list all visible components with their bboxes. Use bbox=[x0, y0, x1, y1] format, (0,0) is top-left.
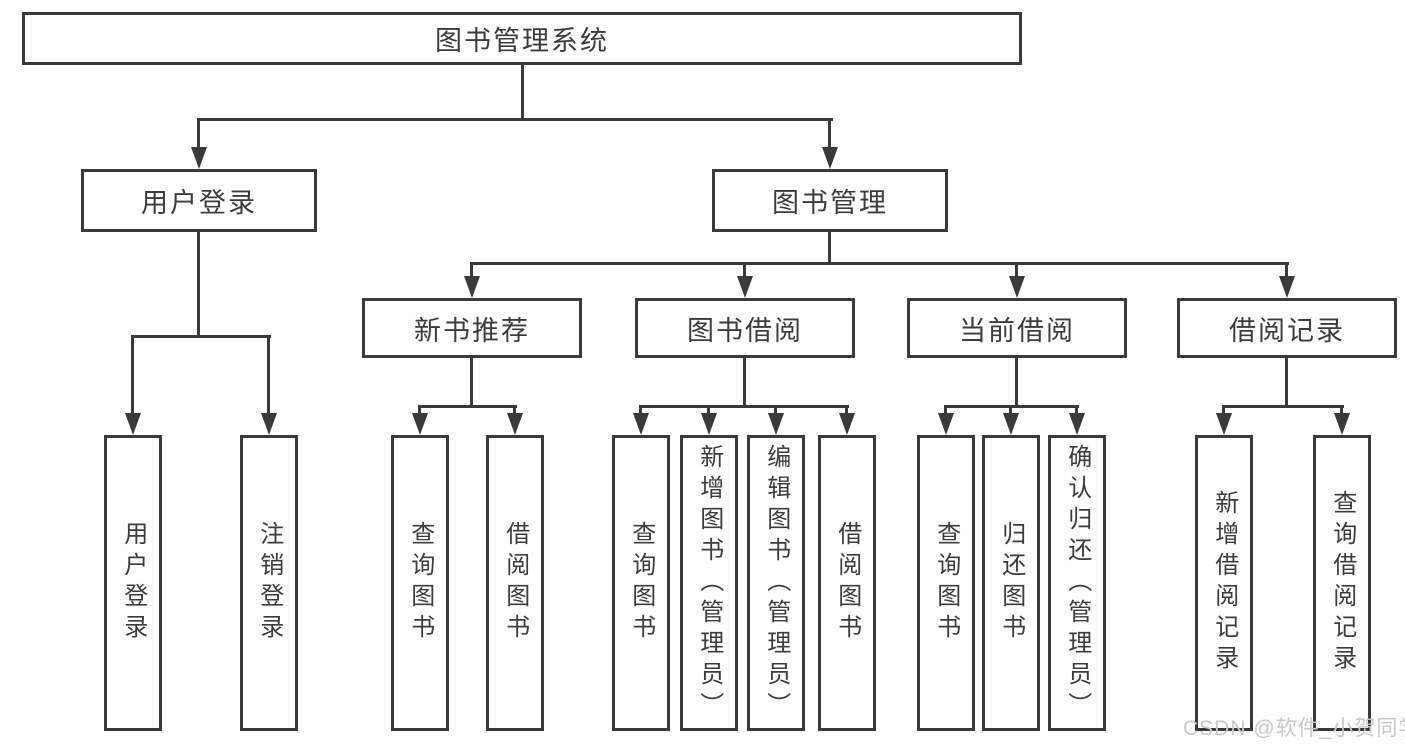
node-book-management: 图书管理 bbox=[712, 169, 948, 232]
node-borrowing-records: 借阅记录 bbox=[1177, 298, 1397, 358]
arrowhead-cb-query-books bbox=[938, 413, 954, 435]
arrowhead-br-query-record bbox=[1334, 413, 1350, 435]
edge-to-leaf-user-login bbox=[131, 335, 134, 416]
node-user-login: 用户登录 bbox=[81, 169, 317, 232]
leaf-nb-query-books: 查询图书 bbox=[391, 435, 449, 731]
edge-user-login-branch bbox=[131, 335, 271, 338]
edge-book-borrowing-branch bbox=[639, 405, 849, 408]
node-current-borrowing: 当前借阅 bbox=[907, 298, 1127, 358]
edge-root-branch bbox=[197, 118, 833, 121]
leaf-nb-query-books-label: 查询图书 bbox=[406, 521, 434, 645]
leaf-cb-query-books-label: 查询图书 bbox=[932, 521, 960, 645]
edge-bb-child2 bbox=[707, 405, 710, 416]
edge-borrowing-records-branch bbox=[1222, 405, 1344, 408]
arrowhead-borrowing-records bbox=[1279, 276, 1295, 298]
leaf-logout-label: 注销登录 bbox=[255, 521, 283, 645]
edge-book-management-stem bbox=[828, 232, 831, 265]
arrowhead-current-borrowing bbox=[1009, 276, 1025, 298]
arrowhead-bb-borrow-books bbox=[839, 413, 855, 435]
arrowhead-nb-query-books bbox=[412, 413, 428, 435]
leaf-nb-borrow-books: 借阅图书 bbox=[486, 435, 544, 731]
arrowhead-book-borrowing bbox=[737, 276, 753, 298]
edge-nb-child2 bbox=[513, 405, 516, 416]
edge-root-stem bbox=[521, 65, 524, 121]
leaf-br-add-borrow-record-label: 新增借阅记录 bbox=[1210, 490, 1238, 676]
leaf-bb-edit-books-admin: 编辑图书（管理员） bbox=[747, 435, 805, 731]
leaf-cb-return-books: 归还图书 bbox=[982, 435, 1040, 731]
node-new-book-recommendation: 新书推荐 bbox=[362, 298, 582, 358]
edge-bb-child1 bbox=[639, 405, 642, 416]
arrowhead-cb-return-books bbox=[1003, 413, 1019, 435]
leaf-br-add-borrow-record: 新增借阅记录 bbox=[1195, 435, 1253, 731]
arrowhead-bb-query-books bbox=[633, 413, 649, 435]
node-book-borrowing: 图书借阅 bbox=[635, 298, 855, 358]
edge-borrowing-records-stem bbox=[1285, 358, 1288, 408]
edge-to-leaf-logout bbox=[267, 335, 270, 416]
leaf-bb-borrow-books: 借阅图书 bbox=[818, 435, 876, 731]
edge-root-to-user-login bbox=[197, 118, 200, 150]
arrowhead-cb-confirm-return bbox=[1069, 413, 1085, 435]
leaf-bb-query-books-label: 查询图书 bbox=[627, 521, 655, 645]
edge-bb-child4 bbox=[845, 405, 848, 416]
edge-root-to-book-management bbox=[828, 118, 831, 150]
edge-cb-child3 bbox=[1075, 405, 1078, 416]
edge-to-new-book bbox=[470, 262, 473, 279]
edge-cb-child2 bbox=[1009, 405, 1012, 416]
edge-cb-child1 bbox=[944, 405, 947, 416]
arrowhead-bb-add-books bbox=[701, 413, 717, 435]
node-root: 图书管理系统 bbox=[22, 12, 1022, 65]
leaf-nb-borrow-books-label: 借阅图书 bbox=[501, 521, 529, 645]
leaf-user-login-label: 用户登录 bbox=[119, 521, 147, 645]
edge-to-current-borrowing bbox=[1015, 262, 1018, 279]
edge-to-book-borrowing bbox=[743, 262, 746, 279]
edge-current-borrowing-stem bbox=[1015, 358, 1018, 408]
leaf-bb-borrow-books-label: 借阅图书 bbox=[833, 521, 861, 645]
leaf-bb-query-books: 查询图书 bbox=[612, 435, 670, 731]
leaf-bb-add-books-admin-label: 新增图书（管理员） bbox=[695, 443, 723, 723]
edge-new-book-branch bbox=[418, 405, 517, 408]
arrowhead-leaf-logout bbox=[261, 413, 277, 435]
edge-bb-child3 bbox=[774, 405, 777, 416]
arrowhead-leaf-user-login bbox=[125, 413, 141, 435]
edge-book-borrowing-stem bbox=[743, 358, 746, 408]
leaf-br-query-borrow-record: 查询借阅记录 bbox=[1313, 435, 1371, 731]
arrowhead-user-login bbox=[191, 147, 207, 169]
edge-br-child2 bbox=[1340, 405, 1343, 416]
leaf-user-login: 用户登录 bbox=[104, 435, 162, 731]
arrowhead-book-management bbox=[822, 147, 838, 169]
leaf-logout: 注销登录 bbox=[240, 435, 298, 731]
leaf-cb-return-books-label: 归还图书 bbox=[997, 521, 1025, 645]
arrowhead-new-book bbox=[464, 276, 480, 298]
watermark: CSDN @软件_小贺同学 bbox=[1183, 717, 1405, 740]
leaf-cb-query-books: 查询图书 bbox=[917, 435, 975, 731]
leaf-cb-confirm-return-admin: 确认归还（管理员） bbox=[1048, 435, 1106, 731]
leaf-cb-confirm-return-admin-label: 确认归还（管理员） bbox=[1063, 443, 1091, 723]
edge-nb-child1 bbox=[418, 405, 421, 416]
leaf-br-query-borrow-record-label: 查询借阅记录 bbox=[1328, 490, 1356, 676]
arrowhead-nb-borrow-books bbox=[507, 413, 523, 435]
leaf-bb-add-books-admin: 新增图书（管理员） bbox=[680, 435, 738, 731]
edge-book-management-branch bbox=[470, 262, 1289, 265]
arrowhead-br-add-record bbox=[1216, 413, 1232, 435]
arrowhead-bb-edit-books bbox=[768, 413, 784, 435]
edge-to-borrowing-records bbox=[1285, 262, 1288, 279]
edge-br-child1 bbox=[1222, 405, 1225, 416]
leaf-bb-edit-books-admin-label: 编辑图书（管理员） bbox=[762, 443, 790, 723]
edge-new-book-stem bbox=[470, 358, 473, 408]
edge-user-login-stem bbox=[197, 232, 200, 338]
